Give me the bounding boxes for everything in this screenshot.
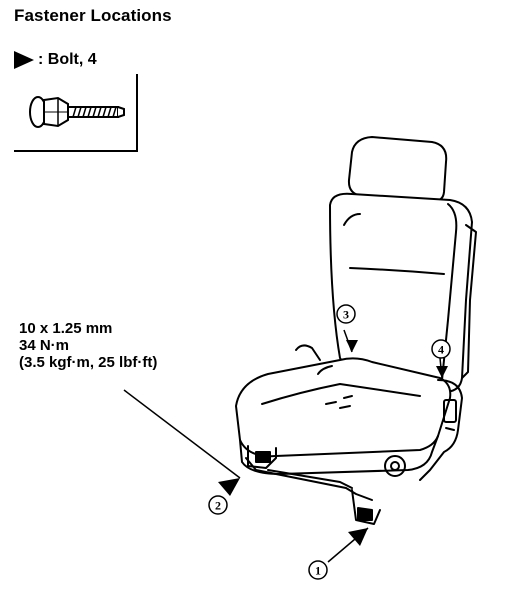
- callout-1: 1: [308, 560, 328, 580]
- arrow-icon-2: [218, 478, 240, 496]
- legend-label: : Bolt, 4: [38, 51, 97, 68]
- page-title: Fastener Locations: [14, 6, 172, 25]
- callout-2: 2: [208, 495, 228, 515]
- callout-1-number: 1: [315, 564, 321, 578]
- callout-4-number: 4: [438, 343, 444, 357]
- legend: : Bolt, 4: [14, 51, 97, 69]
- callout-4: 4: [431, 339, 451, 359]
- torque-nm: 34 N·m: [19, 337, 70, 354]
- bolt-icon: [29, 96, 125, 128]
- torque-alt-units: (3.5 kgf·m, 25 lbf·ft): [19, 354, 158, 371]
- arrow-icon-1: [348, 528, 368, 546]
- torque-spec: 10 x 1.25 mm 34 N·m (3.5 kgf·m, 25 lbf·f…: [19, 320, 157, 371]
- bolt-pointers: [218, 340, 448, 546]
- callout-3: 3: [336, 304, 356, 324]
- bolt-marker-icon: [14, 51, 34, 69]
- arrow-icon-3: [346, 340, 358, 352]
- callout-2-number: 2: [215, 499, 221, 513]
- bolt-illustration-frame: [14, 74, 138, 152]
- bolt-size: 10 x 1.25 mm: [19, 320, 113, 337]
- arrow-icon-4: [436, 366, 448, 378]
- callout-3-number: 3: [343, 308, 349, 322]
- seat-icon: [235, 136, 477, 525]
